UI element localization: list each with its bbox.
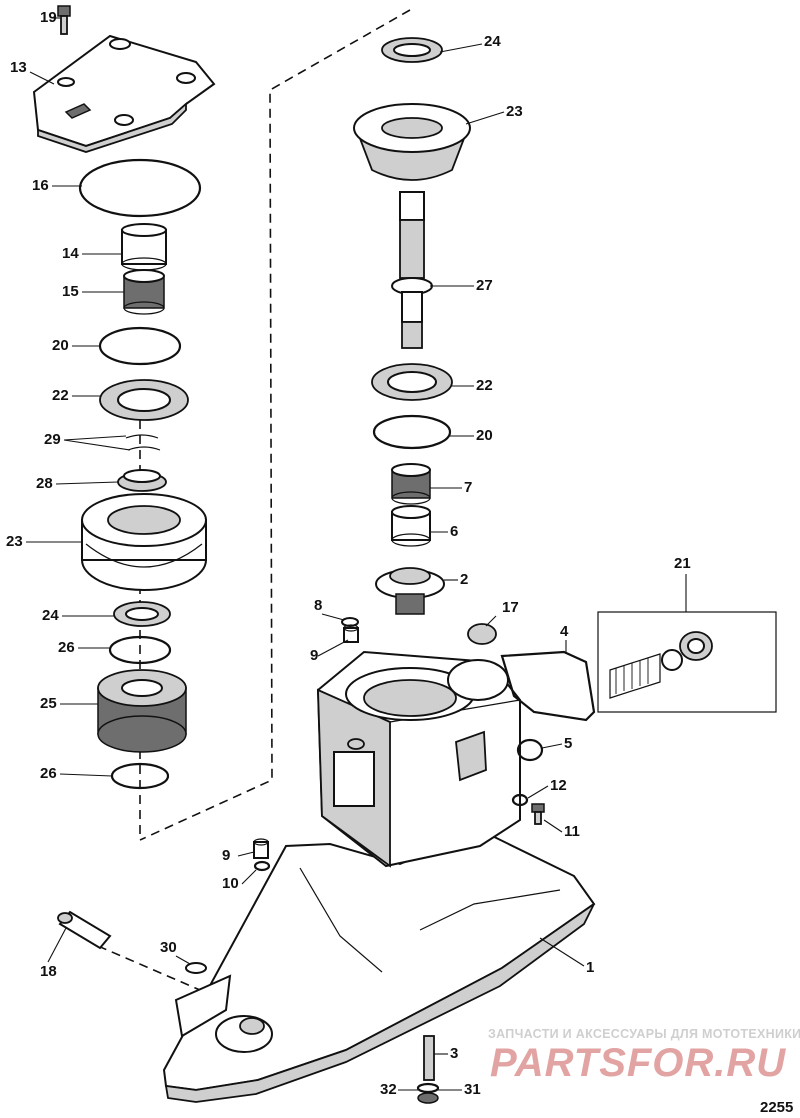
callout-31: 31	[464, 1081, 481, 1098]
part-32-nut	[417, 1092, 439, 1104]
part-24-ring-right	[381, 37, 443, 63]
part-28-cone	[117, 469, 167, 492]
callout-4: 4	[560, 623, 569, 640]
callout-24: 24	[42, 607, 59, 624]
callout-14: 14	[62, 245, 79, 262]
callout-16: 16	[32, 177, 49, 194]
leader-lines	[26, 17, 687, 1091]
callout-11: 11	[564, 823, 580, 840]
callout-18: 18	[40, 963, 57, 980]
part-1-gear-housing	[162, 650, 596, 1103]
callout-27: 27	[476, 277, 493, 294]
callout-28: 28	[36, 475, 53, 492]
callout-19: 19	[40, 9, 57, 26]
callout-9: 9	[310, 647, 318, 664]
callout-20: 20	[476, 427, 493, 444]
part-23-gear-left	[81, 493, 207, 591]
part-25-bearing-cup	[97, 669, 187, 753]
part-4-gasket	[500, 650, 596, 722]
part-29-clips	[125, 434, 161, 451]
callout-15: 15	[62, 283, 79, 300]
part-18-pin	[57, 910, 112, 950]
part-8-plug	[341, 617, 359, 627]
callout-3: 3	[450, 1045, 458, 1062]
part-17-cap	[467, 623, 497, 645]
part-2-bearing-carrier	[375, 567, 445, 615]
part-31-washer	[416, 1082, 440, 1094]
part-9-pin-lower	[253, 838, 269, 859]
callout-23: 23	[506, 103, 523, 120]
diagram-id: 2255	[760, 1099, 793, 1116]
assembly-dashed-line	[97, 9, 411, 991]
callout-1: 1	[586, 959, 594, 976]
callout-20: 20	[52, 337, 69, 354]
callout-30: 30	[160, 939, 177, 956]
part-23-gear-right	[353, 103, 471, 181]
part-22-thrust-bearing-left	[99, 379, 189, 421]
callout-5: 5	[564, 735, 572, 752]
callout-labels: 1913161415202229282324262526242327222076…	[6, 9, 691, 1098]
part-22-thrust-bearing-right	[371, 363, 453, 401]
callout-12: 12	[550, 777, 567, 794]
part-26-retainer-upper	[108, 635, 172, 665]
part-27-pinion-shaft	[391, 191, 433, 349]
callout-25: 25	[40, 695, 57, 712]
callout-23: 23	[6, 533, 23, 550]
callout-21: 21	[674, 555, 691, 572]
part-10-washer	[253, 860, 271, 872]
callout-24: 24	[484, 33, 501, 50]
callout-7: 7	[464, 479, 472, 496]
part-7-needle-bearing	[391, 463, 431, 505]
callout-2: 2	[460, 571, 468, 588]
svg-text:ЗАПЧАСТИ И АКСЕССУАРЫ ДЛЯ МОТО: ЗАПЧАСТИ И АКСЕССУАРЫ ДЛЯ МОТОТЕХНИКИ	[488, 1027, 800, 1041]
part-13-cover-plate	[32, 34, 216, 153]
part-3-stud	[423, 1035, 435, 1081]
part-6-sleeve	[391, 505, 431, 547]
callout-22: 22	[52, 387, 69, 404]
callout-9: 9	[222, 847, 230, 864]
part-30-washer	[185, 962, 207, 974]
part-20-washer-left	[98, 326, 182, 366]
part-20-washer-right	[372, 414, 452, 450]
svg-text:PARTSFOR.RU: PARTSFOR.RU	[490, 1041, 786, 1085]
part-9-pin-upper	[343, 624, 359, 643]
callout-6: 6	[450, 523, 458, 540]
callout-17: 17	[502, 599, 519, 616]
callout-13: 13	[10, 59, 27, 76]
callout-22: 22	[476, 377, 493, 394]
callout-8: 8	[314, 597, 322, 614]
watermark: ЗАПЧАСТИ И АКСЕССУАРЫ ДЛЯ МОТОТЕХНИКИ PA…	[488, 1027, 800, 1085]
part-24-ring-left	[113, 601, 171, 627]
callout-29: 29	[44, 431, 61, 448]
part-21-seal-kit	[597, 611, 777, 713]
part-15-needle-bearing	[123, 269, 165, 315]
part-11-screw	[531, 803, 545, 825]
callout-26: 26	[58, 639, 75, 656]
callout-10: 10	[222, 875, 239, 892]
callout-26: 26	[40, 765, 57, 782]
part-19-bolt	[57, 5, 71, 35]
part-14-sleeve	[121, 223, 167, 271]
part-16-o-ring	[78, 158, 202, 218]
part-12-washer	[511, 793, 529, 807]
callout-32: 32	[380, 1081, 397, 1098]
part-5-o-ring	[516, 738, 544, 762]
